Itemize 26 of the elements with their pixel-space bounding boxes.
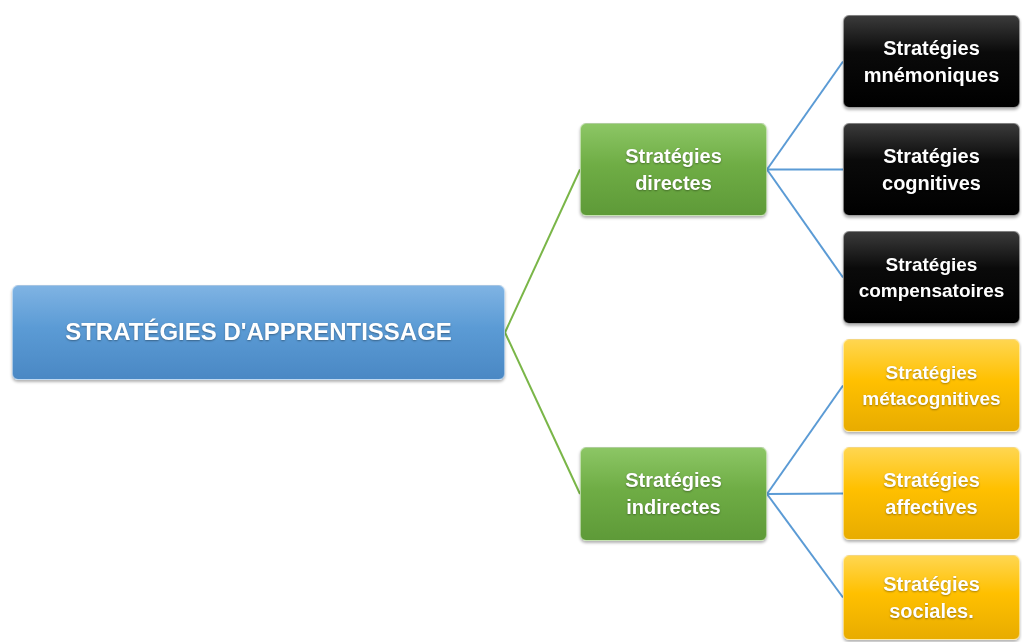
strategy-box [843, 447, 1020, 540]
box-label: Stratégies sociales. [882, 571, 981, 624]
connector-line [766, 168, 844, 171]
box-label: Stratégies métacognitives [861, 360, 1002, 411]
strategy-box [843, 339, 1020, 432]
strategy-box [843, 123, 1020, 216]
strategy-box [12, 285, 505, 380]
strategy-box [843, 231, 1020, 324]
connector-line [504, 331, 581, 495]
strategy-box [580, 447, 767, 541]
box-label: Stratégies mnémoniques [862, 35, 1001, 88]
strategy-box [843, 15, 1020, 108]
box-label: Stratégies indirectes [624, 468, 723, 520]
box-label: Stratégies cognitives [881, 143, 982, 196]
box-label: STRATÉGIES D'APPRENTISSAGE [65, 317, 452, 348]
strategy-box [580, 123, 767, 216]
box-label: Stratégies compensatoires [857, 252, 1006, 303]
connector-line [766, 492, 844, 495]
connector-line [504, 168, 581, 334]
connector-line [766, 168, 844, 279]
box-label: Stratégies affectives [882, 467, 981, 520]
box-label: Stratégies directes [624, 143, 723, 196]
strategy-box [843, 555, 1020, 640]
connector-line [766, 493, 844, 599]
connector-line [766, 384, 844, 495]
connector-line [766, 60, 844, 171]
